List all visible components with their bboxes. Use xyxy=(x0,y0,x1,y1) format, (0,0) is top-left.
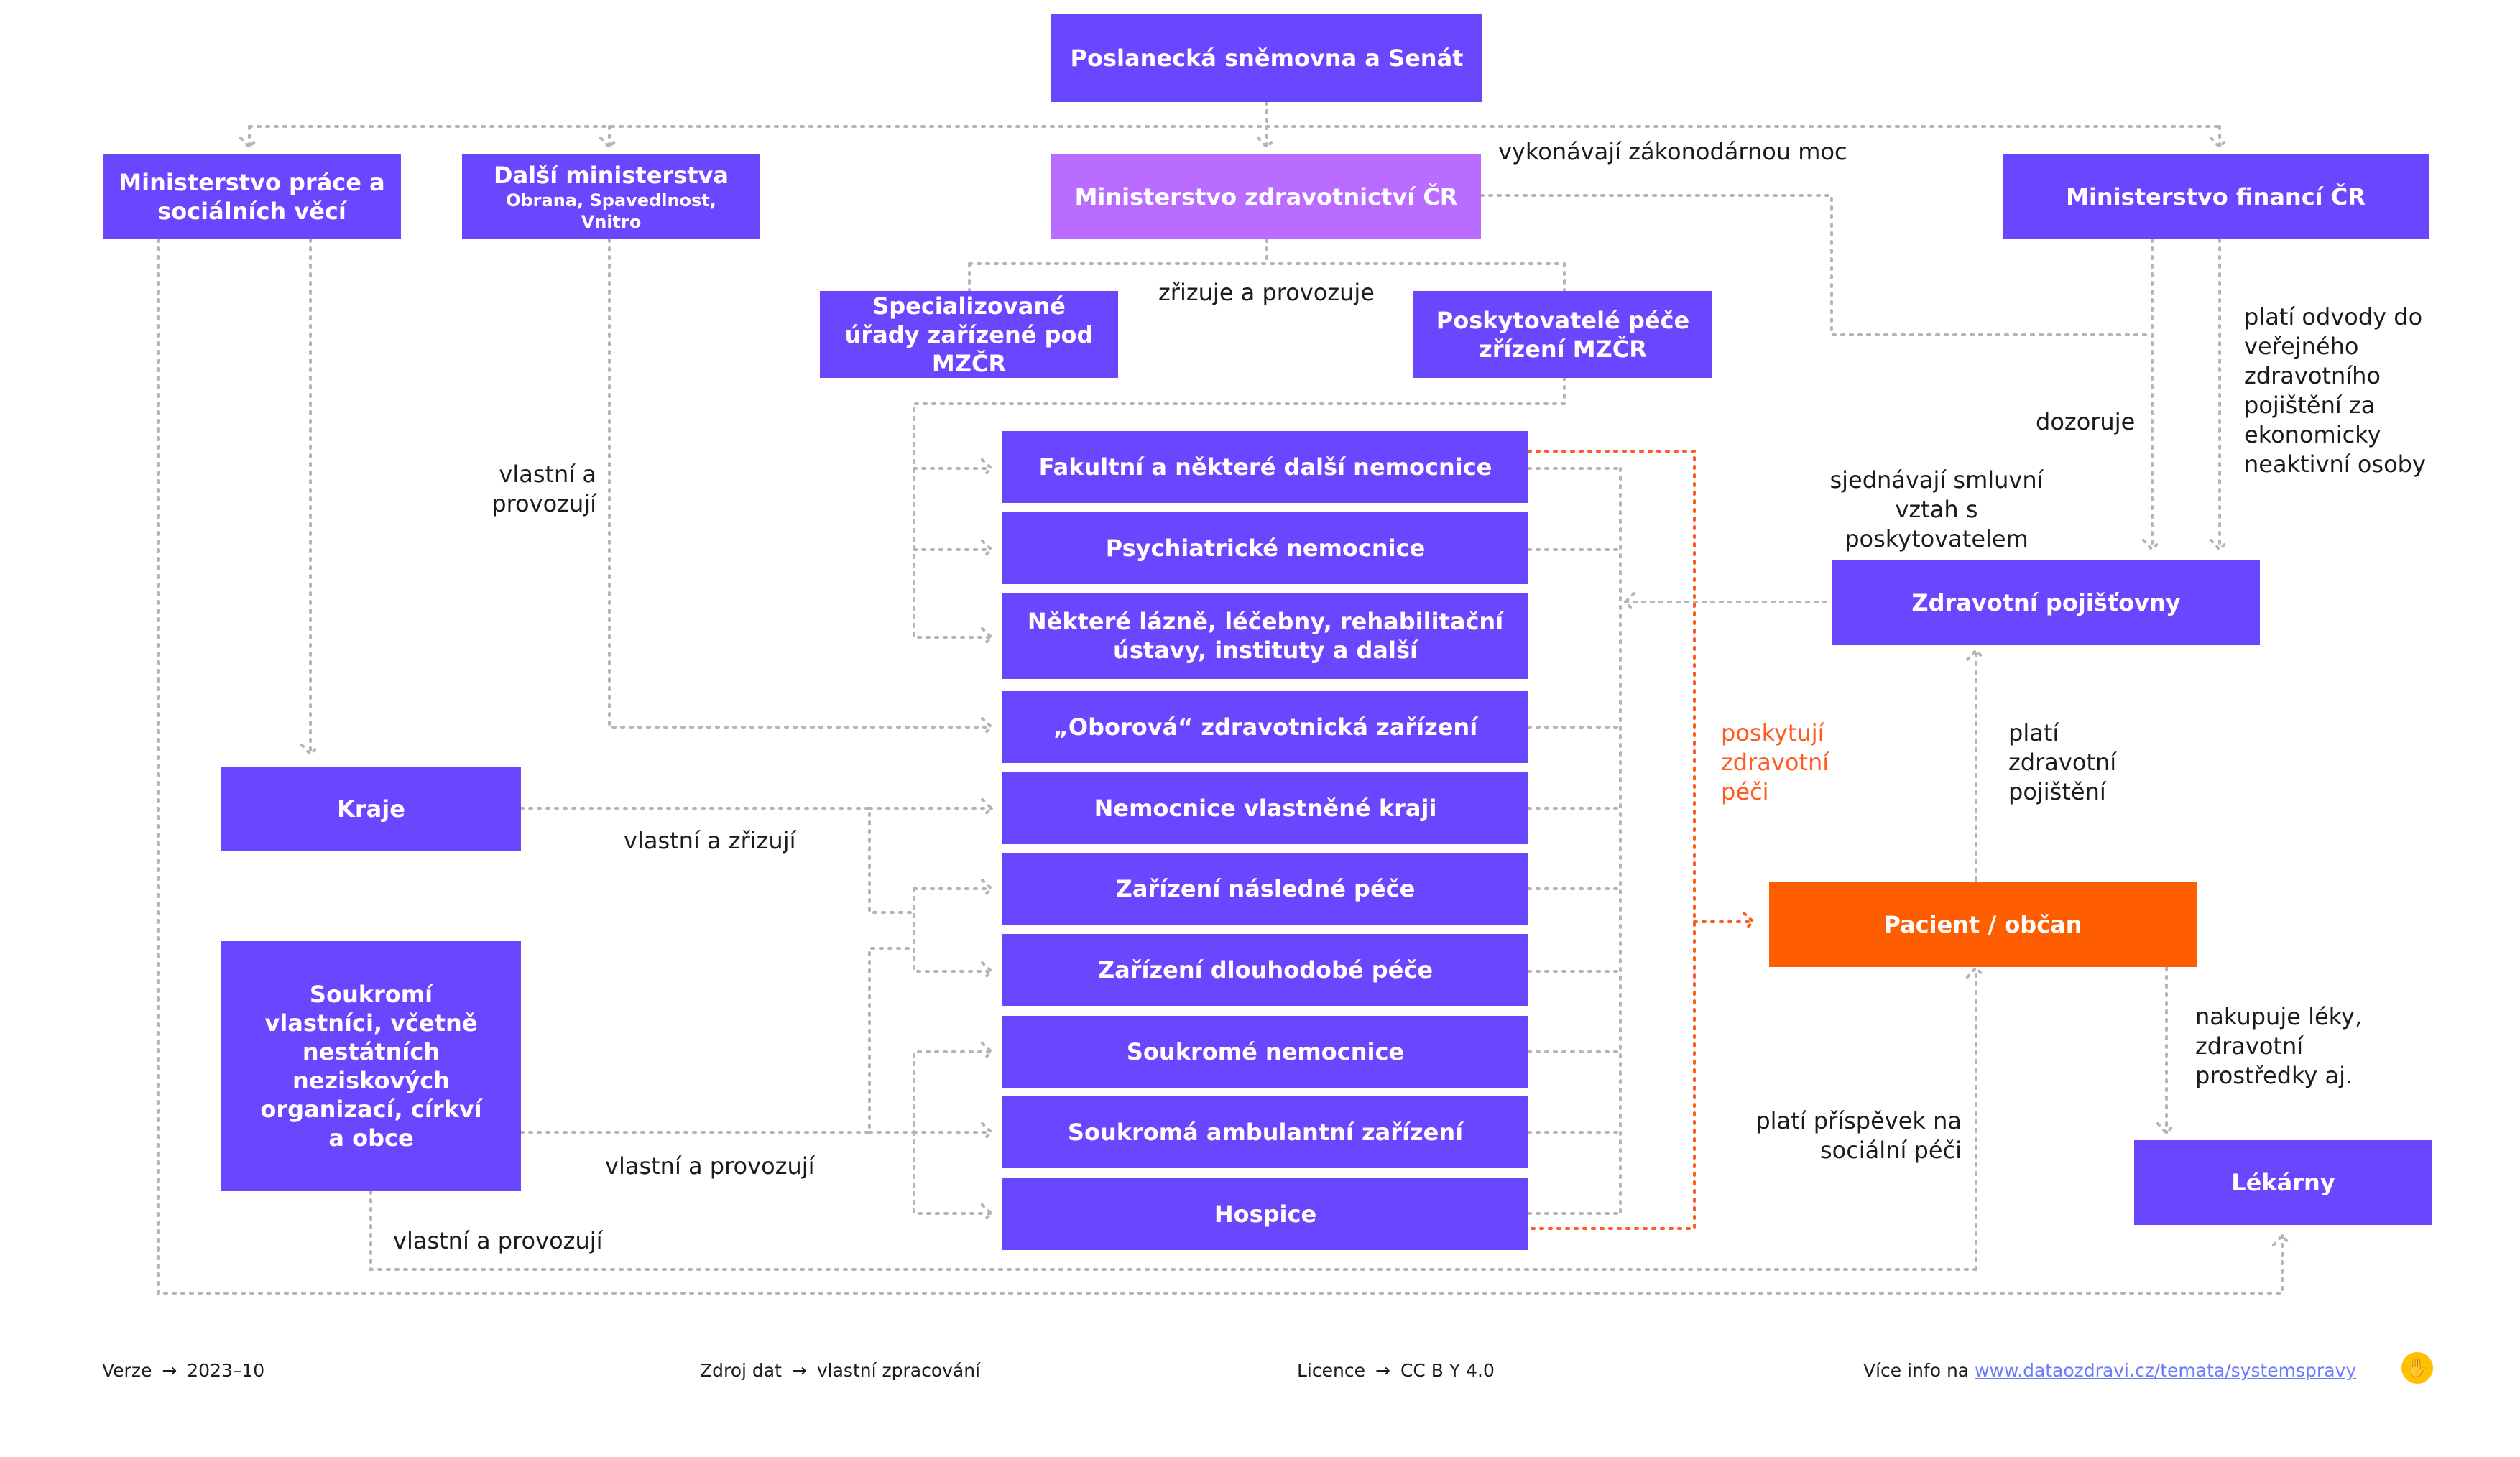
own-establish-regions-label: vlastní a zřizují xyxy=(624,827,796,854)
license-label: Licence xyxy=(1297,1360,1365,1381)
social-contribution-label: platí příspěvek na sociální péči xyxy=(1755,1107,1962,1164)
version-value: 2023–10 xyxy=(187,1360,265,1381)
private-hospitals-box: Soukromé nemocnice xyxy=(1002,1016,1528,1088)
providers-mz-label: Poskytovatelé péče zřízení MZČR xyxy=(1436,306,1690,363)
regions-box: Kraje xyxy=(221,767,521,851)
footer-more-info: Více info na www.dataozdravi.cz/temata/s… xyxy=(1863,1360,2356,1381)
source-value: vlastní zpracování xyxy=(816,1360,981,1381)
pharmacies-label: Lékárny xyxy=(2231,1169,2335,1196)
legislative-label: vykonávají zákonodárnou moc xyxy=(1498,138,1847,165)
own-operate-private-label: vlastní a provozují xyxy=(605,1152,815,1180)
hospice-box: Hospice xyxy=(1002,1178,1528,1250)
other-ministries-sublabel: Obrana, Spavedlnost, Vnitro xyxy=(506,190,716,232)
insurers-box: Zdravotní pojišťovny xyxy=(1832,560,2260,645)
more-info-link[interactable]: www.dataozdravi.cz/temata/systemspravy xyxy=(1975,1360,2357,1381)
private-hospitals-label: Soukromé nemocnice xyxy=(1126,1038,1405,1065)
faculty-hospitals-label: Fakultní a některé další nemocnice xyxy=(1038,453,1492,481)
footer-license: Licence → CC B Y 4.0 xyxy=(1297,1360,1495,1381)
license-value: CC B Y 4.0 xyxy=(1400,1360,1495,1381)
hand-logo-icon: ✋ xyxy=(2401,1352,2433,1384)
arrow-icon: → xyxy=(162,1360,177,1381)
aftercare-box: Zařízení následné péče xyxy=(1002,853,1528,925)
contract-label: sjednávají smluvní vztah s poskytovatele… xyxy=(1829,466,2044,552)
ministry-labour-box: Ministerstvo práce a sociálních věcí xyxy=(103,154,401,239)
establish-label: zřizuje a provozuje xyxy=(1158,279,1375,306)
regions-label: Kraje xyxy=(337,795,405,823)
private-ambulatory-label: Soukromá ambulantní zařízení xyxy=(1067,1119,1464,1146)
spas-label: Některé lázně, léčebny, rehabilitační ús… xyxy=(1027,608,1504,664)
other-ministries-label: Další ministerstva xyxy=(494,162,729,189)
supervises-label: dozoruje xyxy=(2036,408,2136,435)
ministry-finance-box: Ministerstvo financí ČR xyxy=(2003,154,2429,239)
provide-care-label: poskytují zdravotní péči xyxy=(1721,719,1829,805)
psychiatric-box: Psychiatrické nemocnice xyxy=(1002,512,1528,584)
pharmacies-box: Lékárny xyxy=(2134,1140,2432,1225)
longterm-label: Zařízení dlouhodobé péče xyxy=(1097,956,1434,984)
own-operate-private-bottom-label: vlastní a provozují xyxy=(393,1227,603,1254)
own-operate-ministries-label: vlastní a provozují xyxy=(491,461,596,517)
providers-mz-box: Poskytovatelé péče zřízení MZČR xyxy=(1413,291,1712,378)
private-owners-label: Soukromí vlastníci, včetně nestátních ne… xyxy=(260,981,482,1152)
buys-drugs-label: nakupuje léky, zdravotní prostředky aj. xyxy=(2195,1003,2363,1089)
spas-box: Některé lázně, léčebny, rehabilitační ús… xyxy=(1002,593,1528,679)
ministry-health-box: Ministerstvo zdravotnictví ČR xyxy=(1051,154,1481,239)
footer-version: Verze → 2023–10 xyxy=(102,1360,264,1381)
pays-insurance-label: platí zdravotní pojištění xyxy=(2008,719,2117,805)
other-ministries-box: Další ministerstva Obrana, Spavedlnost, … xyxy=(462,154,760,239)
patient-label: Pacient / občan xyxy=(1883,911,2082,938)
field-facilities-box: „Oborová“ zdravotnická zařízení xyxy=(1002,691,1528,763)
field-facilities-label: „Oborová“ zdravotnická zařízení xyxy=(1053,713,1478,741)
patient-box: Pacient / občan xyxy=(1769,882,2197,967)
regional-hospitals-label: Nemocnice vlastněné kraji xyxy=(1094,795,1437,822)
aftercare-label: Zařízení následné péče xyxy=(1115,875,1416,902)
ministry-health-label: Ministerstvo zdravotnictví ČR xyxy=(1074,183,1458,211)
arrow-icon: → xyxy=(791,1360,807,1381)
ministry-finance-label: Ministerstvo financí ČR xyxy=(2066,183,2366,211)
specialized-offices-box: Specializované úřady zařízené pod MZČR xyxy=(820,291,1118,378)
insurers-label: Zdravotní pojišťovny xyxy=(1911,589,2181,616)
psychiatric-label: Psychiatrické nemocnice xyxy=(1105,535,1426,562)
version-label: Verze xyxy=(102,1360,152,1381)
footer-source: Zdroj dat → vlastní zpracování xyxy=(700,1360,980,1381)
more-info-label: Více info na xyxy=(1863,1360,1970,1381)
hospice-label: Hospice xyxy=(1214,1201,1317,1228)
faculty-hospitals-box: Fakultní a některé další nemocnice xyxy=(1002,431,1528,503)
specialized-offices-label: Specializované úřady zařízené pod MZČR xyxy=(844,292,1094,377)
source-label: Zdroj dat xyxy=(700,1360,782,1381)
parliament-box: Poslanecká sněmovna a Senát xyxy=(1051,14,1482,102)
pays-levies-label: platí odvody do veřejného zdravotního po… xyxy=(2244,303,2426,478)
arrow-icon: → xyxy=(1375,1360,1390,1381)
parliament-label: Poslanecká sněmovna a Senát xyxy=(1070,45,1464,72)
longterm-box: Zařízení dlouhodobé péče xyxy=(1002,934,1528,1006)
regional-hospitals-box: Nemocnice vlastněné kraji xyxy=(1002,772,1528,844)
ministry-labour-label: Ministerstvo práce a sociálních věcí xyxy=(119,169,385,225)
private-ambulatory-box: Soukromá ambulantní zařízení xyxy=(1002,1096,1528,1168)
private-owners-box: Soukromí vlastníci, včetně nestátních ne… xyxy=(221,941,521,1191)
